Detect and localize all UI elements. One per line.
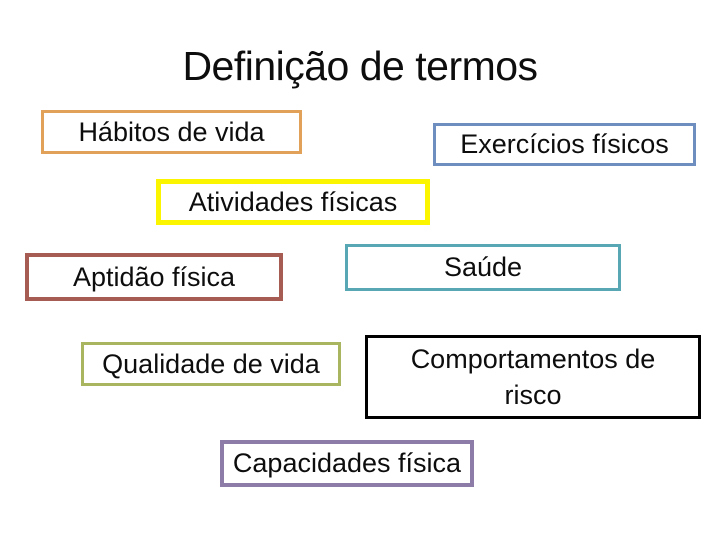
term-box-atividades-fisicas: Atividades físicas [156, 179, 430, 225]
term-label-capacidades-fisica: Capacidades física [232, 448, 462, 478]
term-label-qualidade-de-vida: Qualidade de vida [102, 348, 320, 379]
term-label-comportamentos-de-risco-line1: Comportamentos de [410, 344, 656, 374]
term-label-comportamentos-de-risco-line2: risco [504, 380, 562, 410]
term-box-exercicios-fisicos: Exercícios físicos [433, 123, 696, 166]
term-box-capacidades-fisica: Capacidades física [220, 440, 474, 487]
term-label-exercicios-fisicos: Exercícios físicos [460, 129, 669, 159]
term-label-atividades-fisicas: Atividades físicas [188, 186, 398, 217]
slide-title: Definição de termos [182, 43, 538, 89]
term-box-saude: Saúde [345, 244, 621, 291]
term-box-habitos-de-vida: Hábitos de vida [41, 110, 302, 154]
term-label-saude: Saúde [443, 252, 523, 282]
term-box-qualidade-de-vida: Qualidade de vida [81, 342, 341, 386]
term-label-habitos-de-vida: Hábitos de vida [78, 116, 265, 147]
term-label-aptidao-fisica: Aptidão física [72, 261, 236, 292]
term-box-aptidao-fisica: Aptidão física [25, 253, 283, 301]
term-box-comportamentos-de-risco: Comportamentos de risco [365, 335, 701, 419]
